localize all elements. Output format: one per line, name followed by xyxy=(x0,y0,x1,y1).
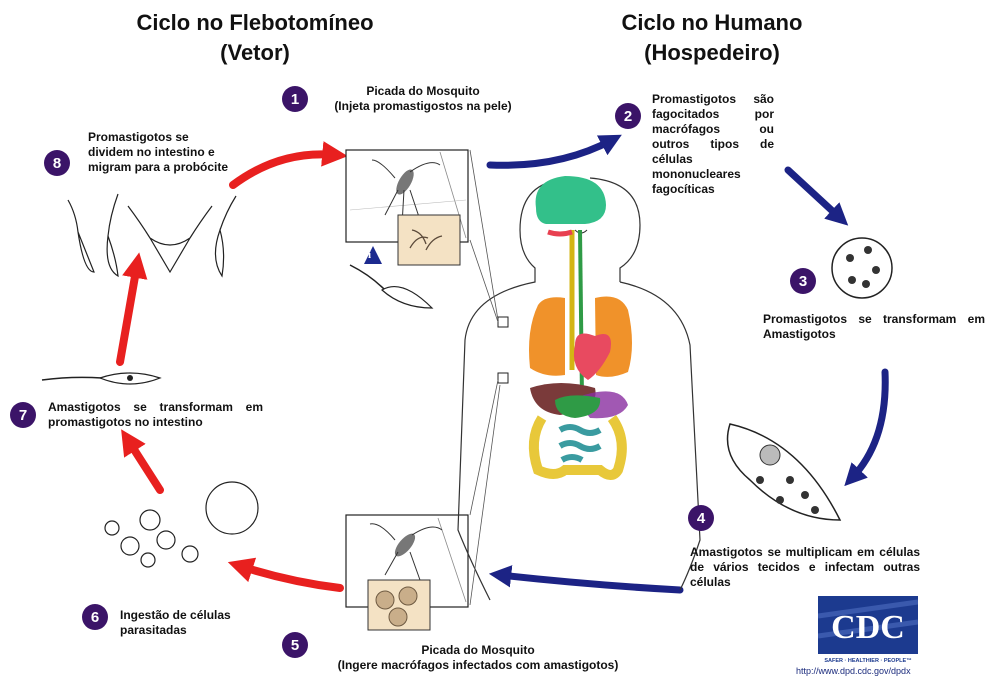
arrow-3-to-4 xyxy=(852,372,885,478)
human-title-line2: (Hospedeiro) xyxy=(592,38,832,68)
cdc-logo: CDC SAFER · HEALTHIER · PEOPLE™ xyxy=(818,596,918,664)
cdc-logo-text: CDC xyxy=(831,609,905,646)
inset-promastigotes xyxy=(398,215,460,265)
step-badge-3: 3 xyxy=(790,268,816,294)
step-badge-8: 8 xyxy=(44,150,70,176)
step-badge-1: 1 xyxy=(282,86,308,112)
cdc-logo-graphic: CDC SAFER · HEALTHIER · PEOPLE™ xyxy=(818,596,918,664)
step-badge-6: 6 xyxy=(82,604,108,630)
vector-title-line2: (Vetor) xyxy=(120,38,390,68)
step-5-line2: (Ingere macrófagos infectados com amasti… xyxy=(318,658,638,673)
infective-stage-letter: i xyxy=(368,249,371,261)
step-7-label: Amastigotos se transformam em promastigo… xyxy=(48,400,263,430)
human-title-line1: Ciclo no Humano xyxy=(592,8,832,38)
brain-icon xyxy=(536,176,606,224)
step-3-label: Promastigotos se transformam em Amastigo… xyxy=(763,312,985,342)
human-body-illustration xyxy=(458,150,700,605)
step-badge-4: 4 xyxy=(688,505,714,531)
amastigote-transforming-illustration xyxy=(42,373,160,384)
step-6-label: Ingestão de células parasitadas xyxy=(120,608,240,638)
arrow-5-to-6 xyxy=(240,566,340,588)
step-4-label: Amastigotos se multiplicam em células de… xyxy=(690,545,920,590)
step-5-label: Picada do Mosquito (Ingere macrófagos in… xyxy=(318,643,638,673)
step-1-line1: Picada do Mosquito xyxy=(318,84,528,99)
mosquito-bite-panel-1 xyxy=(346,150,468,265)
parasitized-cells-illustration xyxy=(105,482,258,567)
step-5-line1: Picada do Mosquito xyxy=(318,643,638,658)
step-1-line2: (Injeta promastigostos na pele) xyxy=(318,99,528,114)
step-8-label: Promastigotos se dividem no intestino e … xyxy=(88,130,236,175)
macrophage-illustration xyxy=(832,238,892,298)
arrow-4-to-5 xyxy=(500,575,680,590)
mosquito-bite-panel-5 xyxy=(346,515,468,630)
step-badge-2: 2 xyxy=(615,103,641,129)
arrow-1-to-2 xyxy=(490,140,612,165)
arrow-7-to-8 xyxy=(120,265,137,362)
step-badge-7: 7 xyxy=(10,402,36,428)
arrow-8-to-1 xyxy=(233,154,335,185)
human-cycle-title: Ciclo no Humano (Hospedeiro) xyxy=(592,8,832,68)
promastigote-illustration xyxy=(350,265,432,308)
promastigotes-dividing-illustration xyxy=(68,194,236,276)
lungs-icon xyxy=(529,297,565,375)
vector-title-line1: Ciclo no Flebotomíneo xyxy=(120,8,390,38)
infected-cell-illustration xyxy=(728,424,841,520)
step-1-label: Picada do Mosquito (Injeta promastigosto… xyxy=(318,84,528,114)
arrow-6-to-7 xyxy=(128,440,160,490)
arrow-2-to-3 xyxy=(788,170,840,218)
cdc-url-link[interactable]: http://www.dpd.cdc.gov/dpdx xyxy=(796,666,911,676)
step-badge-5: 5 xyxy=(282,632,308,658)
infective-stage-icon xyxy=(364,246,382,264)
vector-cycle-title: Ciclo no Flebotomíneo (Vetor) xyxy=(120,8,390,68)
step-2-label: Promastigotos são fagocitados por macróf… xyxy=(652,92,774,197)
cdc-tagline: SAFER · HEALTHIER · PEOPLE™ xyxy=(824,658,911,664)
